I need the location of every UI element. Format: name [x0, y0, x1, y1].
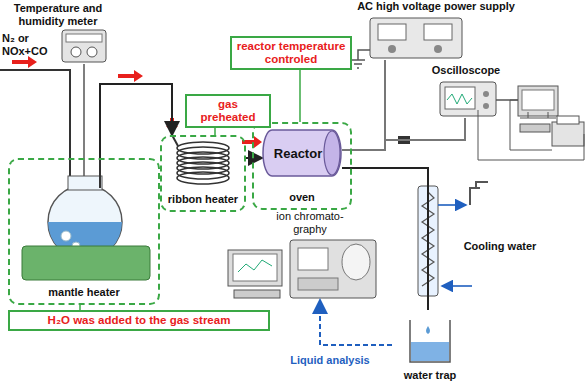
callout-box: reactor temperature controled	[230, 36, 352, 70]
mantle-heater-region: mantle heater	[8, 158, 160, 305]
node-label: gas preheated	[191, 98, 265, 124]
connector	[342, 118, 465, 150]
oscilloscope: Oscilloscope	[425, 64, 507, 118]
node-label: ion chromato- graphy	[268, 210, 352, 236]
node-label: oven	[289, 191, 315, 204]
connector	[299, 70, 301, 122]
node-label: water trap	[404, 369, 457, 382]
callout-box: H₂O was added to the gas stream	[8, 310, 270, 331]
node-label: H₂O was added to the gas stream	[48, 314, 231, 327]
node-label: Oscilloscope	[432, 64, 500, 77]
node-label: Temperature and humidity meter	[8, 2, 108, 28]
flow-label: N₂ or NOx+CO	[2, 32, 60, 58]
edge-label: Liquid analysis	[288, 354, 371, 367]
callout-box: gas preheated	[185, 94, 271, 128]
connector	[342, 168, 428, 310]
connector	[342, 60, 385, 150]
ion-chromatograph: ion chromato- graphy	[222, 206, 382, 300]
node-label: Reactor	[274, 147, 322, 160]
connector	[320, 300, 392, 345]
oven-region: oven Reactor	[252, 122, 352, 210]
flow-label: Cooling water	[452, 240, 548, 253]
node-label: AC high voltage power supply	[357, 0, 515, 13]
node-label: mantle heater	[48, 286, 120, 299]
water-trap: water trap	[392, 310, 468, 386]
power-supply: AC high voltage power supply	[348, 0, 524, 60]
ribbon-heater-region: ribbon heater	[160, 135, 246, 212]
node-label: ribbon heater	[168, 193, 238, 206]
connector	[246, 157, 262, 159]
connector	[83, 64, 85, 158]
node-label: reactor temperature controled	[236, 40, 346, 66]
connector	[214, 128, 216, 135]
reactor-cylinder: Reactor	[262, 128, 342, 178]
